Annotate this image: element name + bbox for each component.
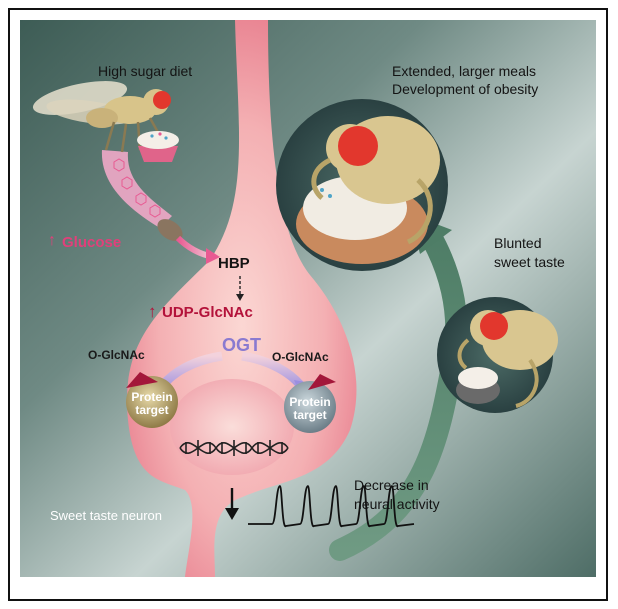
extended-meals-label: Extended, larger meals Development of ob… bbox=[392, 62, 538, 98]
protein-target-left-line1: Protein bbox=[131, 390, 173, 404]
protein-target-right-label: Protein target bbox=[281, 396, 339, 422]
decrease-line1: Decrease in bbox=[354, 477, 429, 493]
glucose-label: Glucose bbox=[62, 234, 122, 251]
protein-target-right-line2: target bbox=[293, 408, 327, 422]
o-glcnac-label-right: O-GlcNAc bbox=[272, 350, 329, 364]
fly-icon bbox=[32, 81, 171, 153]
down-arrow-icon bbox=[225, 488, 239, 520]
gut-tube bbox=[101, 150, 172, 228]
blunted-sweet-taste-label: Blunted sweet taste bbox=[494, 234, 565, 272]
extended-line1: Extended, larger meals bbox=[392, 63, 536, 79]
hbp-dashed-arrow-head bbox=[236, 294, 244, 301]
sweet-taste-neuron-label: Sweet taste neuron bbox=[50, 508, 163, 523]
o-glcnac-marker-left bbox=[126, 372, 158, 388]
graphical-abstract-art bbox=[20, 20, 596, 577]
protein-target-left bbox=[126, 376, 178, 428]
high-sugar-diet-label: High sugar diet bbox=[98, 63, 193, 79]
fly-blunted-circle bbox=[437, 297, 558, 413]
pink-arrow-head bbox=[206, 248, 220, 264]
glucose-up-arrow: ↑ bbox=[48, 232, 56, 249]
protein-target-right bbox=[284, 381, 336, 433]
o-glcnac-marker-right bbox=[308, 374, 336, 390]
udp-up-arrow: ↑ bbox=[148, 302, 157, 321]
glucose-hexagons bbox=[113, 158, 161, 218]
blunted-line1: Blunted bbox=[494, 235, 542, 251]
figure-frame: High sugar diet ↑ Glucose HBP ↑ UDP-GlcN… bbox=[8, 8, 608, 601]
nucleus bbox=[170, 379, 294, 475]
udp-glcnac-label: UDP-GlcNAc bbox=[162, 304, 253, 321]
cupcake-icon bbox=[137, 131, 179, 162]
ogt-label: OGT bbox=[222, 335, 261, 355]
o-glcnac-label-left: O-GlcNAc bbox=[88, 348, 145, 362]
protein-target-left-label: Protein target bbox=[123, 391, 181, 417]
decrease-neural-activity-label: Decrease in neural activity bbox=[354, 476, 440, 514]
fly-eating-circle bbox=[276, 99, 448, 271]
extended-line2: Development of obesity bbox=[392, 81, 539, 97]
dna-icon bbox=[179, 440, 289, 456]
protein-target-right-line1: Protein bbox=[289, 395, 331, 409]
decrease-line2: neural activity bbox=[354, 496, 440, 512]
spike-train-icon bbox=[248, 485, 415, 527]
protein-target-left-line2: target bbox=[135, 403, 169, 417]
blunted-line2: sweet taste bbox=[494, 254, 565, 270]
hbp-label: HBP bbox=[218, 255, 250, 272]
gut-end bbox=[157, 219, 183, 241]
